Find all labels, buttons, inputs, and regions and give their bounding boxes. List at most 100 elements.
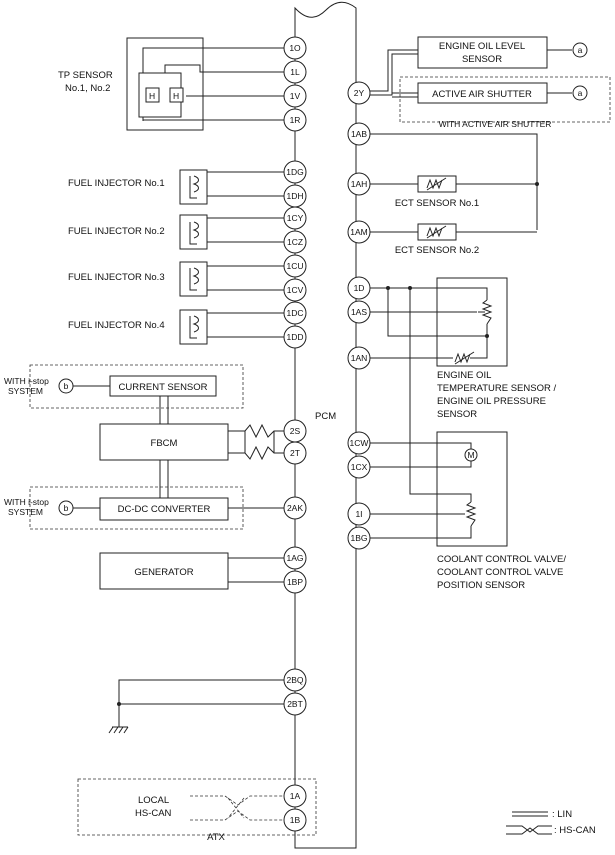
engine-oil-level-sensor-box (417, 36, 548, 69)
tp-sensor-label: TP SENSOR (58, 70, 113, 81)
atx-label: ATX (207, 832, 225, 843)
legend: : LIN : HS-CAN (506, 809, 596, 836)
tp-pin-1v: 1V (283, 84, 307, 108)
svg-text:1CZ: 1CZ (287, 237, 303, 247)
svg-text:1A: 1A (290, 791, 301, 801)
fuel-injector-4: FUEL INJECTOR No.4 1DC 1DD (68, 301, 307, 349)
tp-pin-1o: 1O (283, 36, 307, 60)
svg-text:1B: 1B (290, 815, 301, 825)
tp-sensor-sublabel: No.1, No.2 (65, 83, 110, 94)
svg-text:2BQ: 2BQ (286, 675, 303, 685)
hall-element-1 (145, 87, 160, 103)
svg-text:1AN: 1AN (351, 353, 368, 363)
hs-can-line-icon (506, 825, 552, 835)
dcdc-label: DC-DC CONVERTER (118, 504, 211, 515)
svg-text:ENGINE OIL PRESSURE: ENGINE OIL PRESSURE (437, 396, 546, 407)
legend-hscan: : HS-CAN (554, 825, 596, 836)
potentiometer-icon (478, 299, 493, 325)
generator-box (99, 552, 229, 590)
svg-text:1O: 1O (289, 43, 301, 53)
svg-text:1V: 1V (290, 91, 301, 101)
svg-text:H: H (149, 91, 155, 101)
fuel-injector-3-label: FUEL INJECTOR No.3 (68, 272, 165, 283)
svg-text:b: b (64, 503, 69, 513)
svg-text:H: H (173, 91, 179, 101)
svg-text:1CW: 1CW (350, 438, 369, 448)
svg-text:2T: 2T (290, 448, 300, 458)
svg-text:1DH: 1DH (286, 191, 303, 201)
svg-text:1I: 1I (355, 509, 362, 519)
oil-temp-sensor-box (436, 277, 508, 367)
motor-icon (464, 448, 478, 462)
generator-label: GENERATOR (134, 567, 193, 578)
svg-text:1BG: 1BG (350, 533, 367, 543)
svg-text:1R: 1R (290, 115, 301, 125)
pcm-label: PCM (315, 411, 336, 422)
with-active-air-shutter-label: WITH ACTIVE AIR SHUTTER (439, 119, 552, 129)
svg-text:TEMPERATURE SENSOR /: TEMPERATURE SENSOR / (437, 383, 556, 394)
svg-text:2S: 2S (290, 426, 301, 436)
svg-text:1L: 1L (290, 67, 300, 77)
ect-sensor-1-label: ECT SENSOR No.1 (395, 198, 479, 209)
fuel-injector-2: FUEL INJECTOR No.2 1CY 1CZ (68, 206, 307, 254)
fbcm-group: FBCM 2S 2T (99, 419, 307, 498)
coolant-valve-label: COOLANT CONTROL VALVE/ (437, 554, 566, 565)
svg-text:WITH i-stop: WITH i-stop (4, 376, 49, 386)
fuel-injector-4-label: FUEL INJECTOR No.4 (68, 320, 165, 331)
svg-text:2BT: 2BT (287, 699, 303, 709)
dcdc-box (99, 497, 229, 521)
oil-temp-group: ENGINE OIL TEMPERATURE SENSOR / ENGINE O… (347, 276, 556, 420)
hs-can-label: HS-CAN (135, 808, 172, 819)
svg-text:1DC: 1DC (286, 308, 303, 318)
svg-text:2Y: 2Y (354, 88, 365, 98)
oil-level-group: ENGINE OIL LEVEL SENSOR a ACTIVE AIR SHU… (347, 36, 611, 129)
svg-text:1DG: 1DG (286, 167, 303, 177)
ground-icon (108, 726, 129, 734)
svg-text:a: a (578, 88, 583, 98)
fuel-injector-3: FUEL INJECTOR No.3 1CU 1CV (68, 254, 307, 302)
pcm-body: PCM (294, 1, 357, 849)
local-label: LOCAL (138, 795, 169, 806)
current-sensor-label: CURRENT SENSOR (118, 382, 207, 393)
svg-text:1DD: 1DD (286, 332, 303, 342)
svg-text:1AM: 1AM (350, 227, 367, 237)
ect-sensor-2-label: ECT SENSOR No.2 (395, 245, 479, 256)
dcdc-group: WITH i-stop SYSTEM b DC-DC CONVERTER 2AK (4, 486, 307, 530)
svg-text:1CU: 1CU (286, 261, 303, 271)
svg-text:1CV: 1CV (287, 285, 304, 295)
thermistor-icon (454, 336, 488, 365)
tp-sensor: TP SENSOR No.1, No.2 H H (58, 37, 284, 131)
svg-text:1BP: 1BP (287, 577, 303, 587)
generator-group: GENERATOR 1AG 1BP (99, 546, 307, 594)
svg-text:1AS: 1AS (351, 307, 367, 317)
fbcm-label: FBCM (151, 438, 178, 449)
connector-b: b (64, 381, 69, 391)
svg-text:POSITION SENSOR: POSITION SENSOR (437, 580, 525, 591)
potentiometer-icon (465, 501, 477, 527)
svg-text:1AG: 1AG (286, 553, 303, 563)
fuel-injector-1-label: FUEL INJECTOR No.1 (68, 178, 165, 189)
svg-text:1AB: 1AB (351, 129, 367, 139)
atx-group: LOCAL HS-CAN ATX 1A 1B (77, 778, 317, 843)
svg-text:SYSTEM: SYSTEM (8, 386, 43, 396)
fbcm-box (99, 423, 229, 461)
oil-temp-label: ENGINE OIL (437, 370, 491, 381)
coolant-valve-group: M COOLANT CONTROL VALVE/ COOLANT CONTROL… (347, 288, 566, 591)
thermistor-icon (426, 225, 447, 239)
svg-text:SENSOR: SENSOR (437, 409, 477, 420)
legend-lin: : LIN (552, 809, 572, 820)
active-air-shutter-label: ACTIVE AIR SHUTTER (432, 89, 532, 100)
svg-text:SYSTEM: SYSTEM (8, 507, 43, 517)
lin-line-icon (512, 811, 548, 817)
hall-element-2 (169, 87, 184, 103)
svg-text:1D: 1D (354, 283, 365, 293)
svg-text:WITH i-stop: WITH i-stop (4, 497, 49, 507)
ect-group: ECT SENSOR No.1 ECT SENSOR No.2 1AB 1AH … (347, 122, 539, 256)
svg-text:1CY: 1CY (287, 213, 304, 223)
svg-text:1CX: 1CX (351, 462, 368, 472)
current-sensor-box (109, 375, 217, 397)
fuel-injector-1: FUEL INJECTOR No.1 1DG 1DH (68, 160, 307, 208)
fuel-injector-2-label: FUEL INJECTOR No.2 (68, 226, 165, 237)
svg-text:M: M (467, 450, 474, 460)
